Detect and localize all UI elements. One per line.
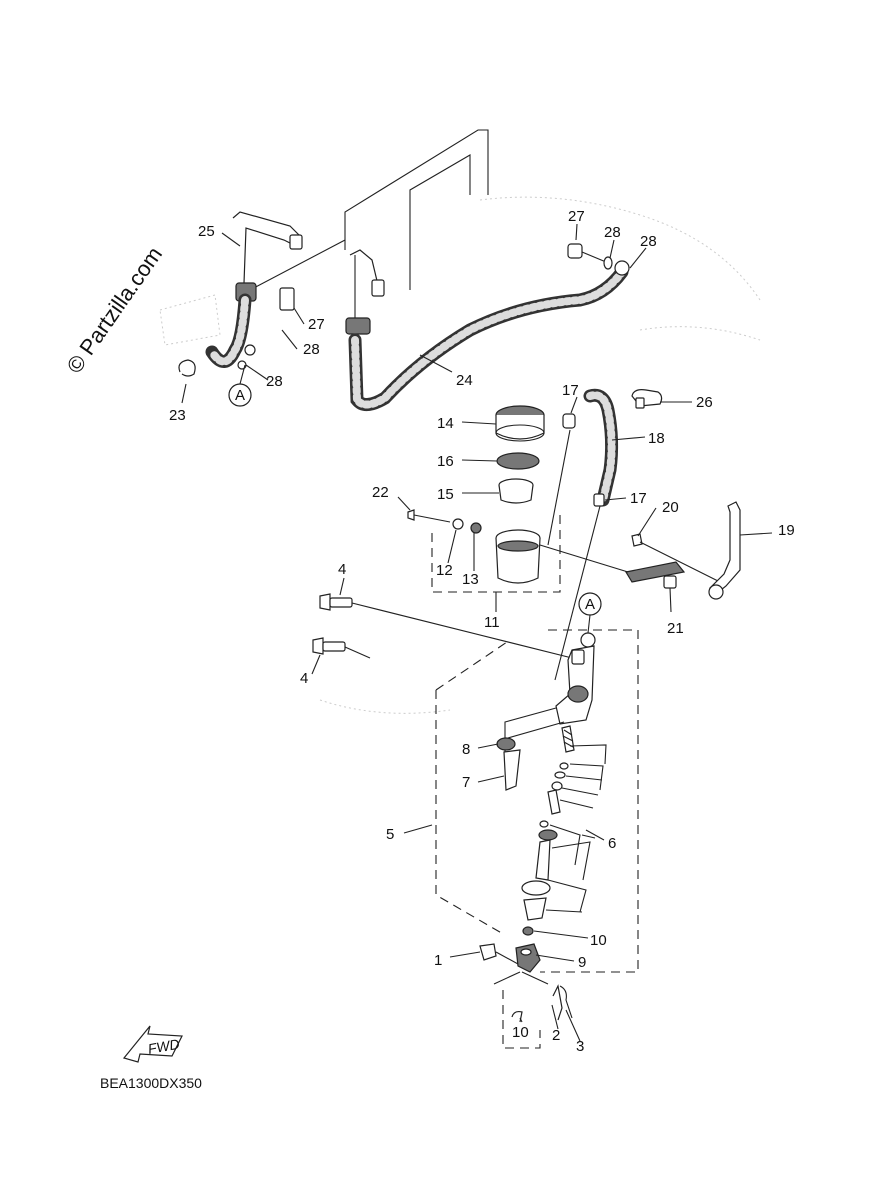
callout-19: 19 bbox=[778, 522, 795, 539]
callout-17: 17 bbox=[630, 490, 647, 507]
callout-labels: 25 27 28 28 23 24 27 28 28 26 17 18 14 1… bbox=[169, 208, 795, 1055]
fwd-arrow-icon: FWD bbox=[122, 1025, 183, 1063]
callout-10: 10 bbox=[512, 1024, 529, 1041]
callout-14: 14 bbox=[437, 415, 454, 432]
callout-5: 5 bbox=[386, 826, 394, 843]
callout-18: 18 bbox=[648, 430, 665, 447]
routing-lines bbox=[249, 129, 489, 291]
callout-15: 15 bbox=[437, 486, 454, 503]
master-cylinder-body bbox=[504, 632, 596, 760]
callout-25: 25 bbox=[198, 223, 215, 240]
callout-28: 28 bbox=[303, 341, 320, 358]
mount-pins-4 bbox=[312, 593, 573, 659]
callout-8: 8 bbox=[462, 741, 470, 758]
diaphragm-16 bbox=[496, 452, 540, 470]
lower-fitting-9-10 bbox=[479, 926, 573, 1023]
front-hose-assembly bbox=[205, 211, 303, 370]
svg-text:A: A bbox=[235, 387, 245, 404]
callout-1: 1 bbox=[434, 952, 442, 969]
callout-26: 26 bbox=[696, 394, 713, 411]
callout-21: 21 bbox=[667, 620, 684, 637]
callout-20: 20 bbox=[662, 499, 679, 516]
brake-hose-24 bbox=[345, 249, 630, 411]
watermark-text: © Partzilla.com bbox=[62, 242, 168, 378]
reservoir-tank bbox=[495, 529, 541, 584]
reservoir-hose-18 bbox=[547, 388, 619, 681]
callout-13: 13 bbox=[462, 571, 479, 588]
ref-marker-bottom: A bbox=[578, 592, 602, 634]
master-cylinder-frame bbox=[435, 629, 639, 973]
callout-4: 4 bbox=[338, 561, 346, 578]
callout-7: 7 bbox=[462, 774, 470, 791]
svg-text:A: A bbox=[585, 596, 595, 613]
callout-16: 16 bbox=[437, 453, 454, 470]
diaphragm-plate-15 bbox=[498, 478, 534, 504]
reservoir-cap-14 bbox=[495, 405, 545, 442]
callout-4: 4 bbox=[300, 670, 308, 687]
callout-2: 2 bbox=[552, 1027, 560, 1044]
callout-11: 11 bbox=[484, 614, 500, 631]
ghost-outlines bbox=[159, 196, 761, 714]
hose-clamp-26 bbox=[631, 389, 663, 409]
callout-28: 28 bbox=[640, 233, 657, 250]
callout-24: 24 bbox=[456, 372, 473, 389]
fwd-label: FWD bbox=[147, 1036, 181, 1057]
clip-23 bbox=[178, 359, 196, 377]
callout-6: 6 bbox=[608, 835, 616, 852]
callout-12: 12 bbox=[436, 562, 453, 579]
callout-27: 27 bbox=[568, 208, 585, 225]
bracket-assembly bbox=[539, 501, 741, 600]
callout-27: 27 bbox=[308, 316, 325, 333]
ref-marker-top: A bbox=[228, 364, 252, 407]
callout-28: 28 bbox=[266, 373, 283, 390]
pin-group-frame bbox=[502, 990, 541, 1049]
piston-kit-6 bbox=[521, 725, 607, 921]
leader-lines bbox=[181, 223, 773, 1042]
diagram-code: BEA1300DX350 bbox=[100, 1075, 202, 1091]
callout-17: 17 bbox=[562, 382, 579, 399]
callout-10: 10 bbox=[590, 932, 607, 949]
reservoir-screw-set bbox=[407, 509, 482, 534]
callout-23: 23 bbox=[169, 407, 186, 424]
callout-22: 22 bbox=[372, 484, 389, 501]
callout-3: 3 bbox=[576, 1038, 584, 1055]
reservoir-kit-frame bbox=[431, 515, 561, 593]
parts-7-8 bbox=[496, 737, 521, 791]
banjo-bolt-top-right bbox=[567, 243, 613, 270]
callout-28: 28 bbox=[604, 224, 621, 241]
callout-9: 9 bbox=[578, 954, 586, 971]
